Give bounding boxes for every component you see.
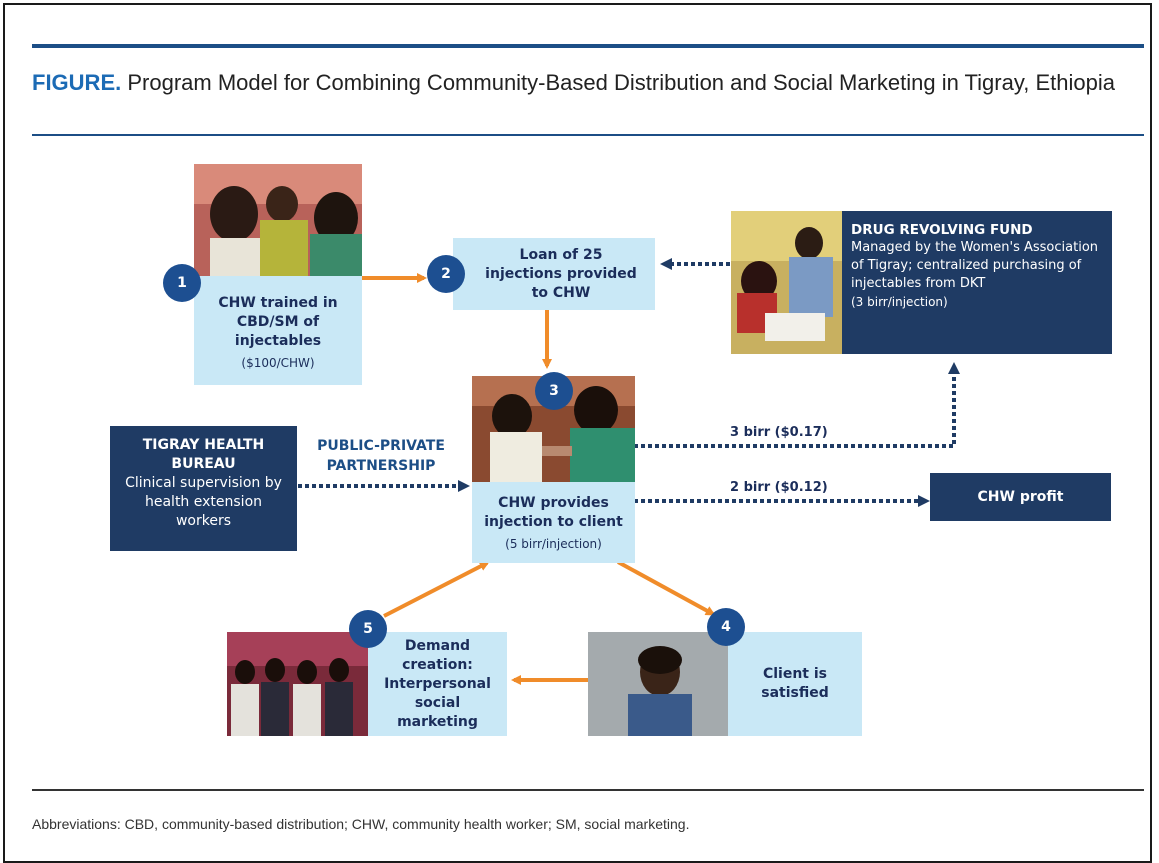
drug-fund-heading: DRUG REVOLVING FUND <box>851 222 1033 238</box>
flow-label-to-fund: 3 birr ($0.17) <box>730 425 828 440</box>
step-3-badge: 3 <box>535 372 573 410</box>
step-2-badge: 2 <box>427 255 465 293</box>
step-4-box: Client is satisfied <box>728 632 862 736</box>
step-2-text: Loan of 25 injections provided to CHW <box>485 246 637 301</box>
top-rule <box>32 44 1144 48</box>
health-bureau-heading: TIGRAY HEALTH BUREAU <box>142 437 265 472</box>
client-photo <box>588 632 728 736</box>
step-5-box: Demand creation: Interpersonal social ma… <box>368 632 507 736</box>
chw-profit-box: CHW profit <box>930 473 1111 521</box>
arrow-5-to-3 <box>383 561 490 618</box>
drug-fund-body: Managed by the Women's Association of Ti… <box>851 240 1099 291</box>
step-1-badge: 1 <box>163 264 201 302</box>
figure-title: FIGURE. Program Model for Combining Comm… <box>32 70 1144 96</box>
drug-fund-sub: (3 birr/injection) <box>851 295 948 309</box>
figure-title-text: Program Model for Combining Community-Ba… <box>127 70 1115 95</box>
step-2-box: Loan of 25 injections provided to CHW <box>453 238 655 310</box>
training-photo <box>194 164 362 276</box>
step-3-box: CHW provides injection to client (5 birr… <box>472 482 635 563</box>
step-3-sub: (5 birr/injection) <box>505 536 602 551</box>
step-4-badge: 4 <box>707 608 745 646</box>
health-bureau-body: Clinical supervision by health extension… <box>125 475 282 529</box>
health-bureau-box: TIGRAY HEALTH BUREAU Clinical supervisio… <box>110 426 297 551</box>
step-5-badge: 5 <box>349 610 387 648</box>
figure-label: FIGURE. <box>32 70 122 95</box>
title-rule <box>32 134 1144 136</box>
marketing-photo <box>227 632 368 736</box>
arrow-3-to-fund <box>634 362 960 448</box>
fund-photo <box>731 211 842 354</box>
footnote-rule <box>32 789 1144 791</box>
step-1-box: CHW trained in CBD/SM of injectables ($1… <box>194 276 362 385</box>
injection-photo <box>472 376 635 482</box>
ppp-label: PUBLIC-PRIVATE PARTNERSHIP <box>317 438 445 474</box>
step-1-text: CHW trained in CBD/SM of injectables <box>218 295 338 349</box>
flow-label-to-profit: 2 birr ($0.12) <box>730 480 828 495</box>
step-1-sub: ($100/CHW) <box>241 356 315 370</box>
abbreviations-footnote: Abbreviations: CBD, community-based dist… <box>32 816 690 832</box>
arrow-3-to-4 <box>617 560 716 616</box>
step-4-text: Client is satisfied <box>761 666 829 701</box>
drug-fund-box: DRUG REVOLVING FUND Managed by the Women… <box>842 211 1112 354</box>
step-3-text: CHW provides injection to client <box>484 494 623 530</box>
step-5-text: Demand creation: Interpersonal social ma… <box>384 637 491 730</box>
